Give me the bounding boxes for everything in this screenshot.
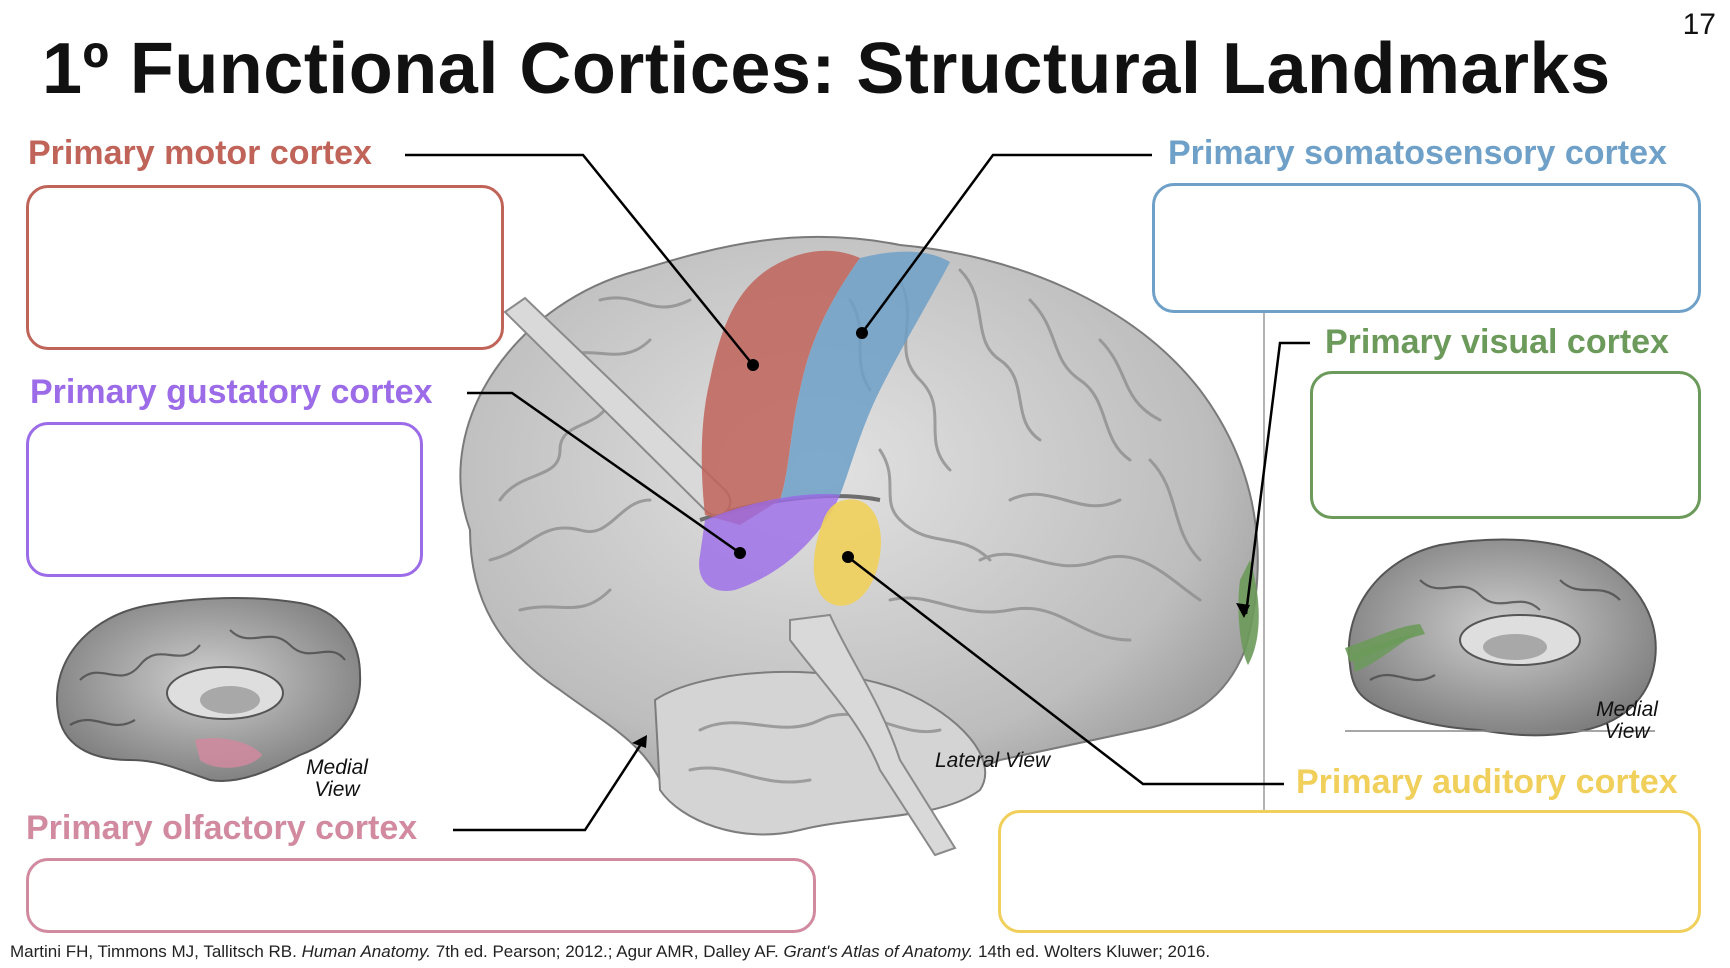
citation-part1: Martini FH, Timmons MJ, Tallitsch RB. xyxy=(10,942,302,961)
somatosensory-cortex-answer-box[interactable] xyxy=(1152,183,1701,313)
motor-cortex-region xyxy=(701,250,860,525)
citation-book2: Grant's Atlas of Anatomy. xyxy=(783,942,974,961)
page-title: 1º Functional Cortices: Structural Landm… xyxy=(42,29,1611,109)
medial-view-right-line1: Medial xyxy=(1596,698,1658,721)
motor-cortex-answer-box[interactable] xyxy=(26,185,504,350)
medial-view-right-line2: View xyxy=(1604,720,1650,743)
medial-view-left-line1: Medial xyxy=(306,756,368,779)
medial-view-left-line2: View xyxy=(314,778,360,801)
page-number: 17 xyxy=(1682,8,1716,41)
label-primary-motor-cortex: Primary motor cortex xyxy=(28,134,372,172)
olfactory-cortex-region xyxy=(195,738,262,768)
label-primary-auditory-cortex: Primary auditory cortex xyxy=(1296,763,1678,801)
label-primary-olfactory-cortex: Primary olfactory cortex xyxy=(26,809,418,847)
brain-lateral-illustration xyxy=(459,235,1259,857)
olfactory-cortex-answer-box[interactable] xyxy=(26,858,816,933)
auditory-cortex-answer-box[interactable] xyxy=(998,810,1701,933)
label-primary-somatosensory-cortex: Primary somatosensory cortex xyxy=(1168,134,1667,172)
brain-medial-illustration xyxy=(1345,538,1657,737)
lateral-view-label: Lateral View xyxy=(935,749,1051,772)
brain-medial-illustration xyxy=(56,596,362,782)
gustatory-cortex-region xyxy=(699,494,840,591)
gustatory-cortex-answer-box[interactable] xyxy=(26,422,423,577)
visual-cortex-region xyxy=(1238,560,1259,665)
medial-view-label-left: Medial View xyxy=(300,757,374,801)
citation: Martini FH, Timmons MJ, Tallitsch RB. Hu… xyxy=(10,942,1210,962)
visual-cortex-medial-region xyxy=(1345,624,1425,662)
label-primary-gustatory-cortex: Primary gustatory cortex xyxy=(30,373,433,411)
visual-cortex-answer-box[interactable] xyxy=(1310,371,1701,519)
somatosensory-cortex-region xyxy=(780,251,950,500)
citation-part3: 14th ed. Wolters Kluwer; 2016. xyxy=(973,942,1211,961)
label-primary-visual-cortex: Primary visual cortex xyxy=(1325,323,1669,361)
medial-view-label-right: Medial View xyxy=(1590,699,1664,743)
citation-book1: Human Anatomy. xyxy=(301,942,432,961)
citation-part2: 7th ed. Pearson; 2012.; Agur AMR, Dalley… xyxy=(431,942,784,961)
